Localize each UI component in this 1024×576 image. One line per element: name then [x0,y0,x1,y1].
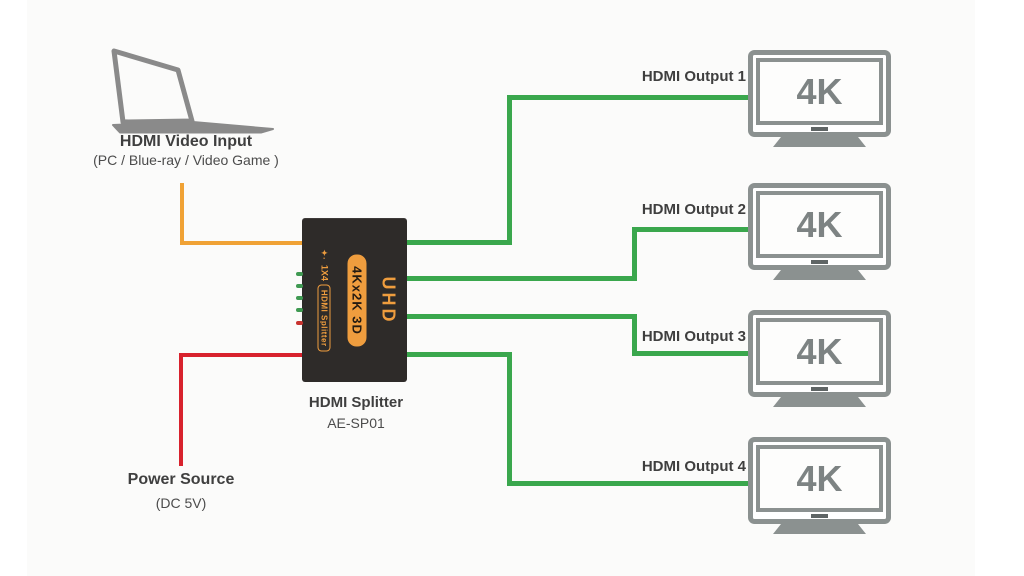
led-output4-icon [296,308,303,312]
sparkle-icon: ✦· [320,249,329,261]
output3-label: HDMI Output 3 [641,328,746,345]
power-cable-horizontal [179,353,303,357]
splitter-type-badge: HDMI Splitter [318,284,331,352]
input-title-text: HDMI Video Input [119,133,253,150]
splitter-faceplate: UHD 4Kx2K 3D ✦· 1X4 HDMI Splitter [302,219,407,383]
output4-cable-seg2 [507,352,512,486]
power-source-title: Power Source [81,471,281,489]
tv3-4k-text: 4K [796,331,842,372]
output2-label: HDMI Output 2 [641,201,746,218]
led-output1-icon [296,272,303,276]
tv-output2: 4K [748,183,891,286]
led-power-icon [296,321,303,325]
output3-cable-seg2 [632,314,637,356]
led-output2-icon [296,284,303,288]
splitter-caption-model: AE-SP01 [276,415,436,433]
power-subtitle-text: (DC 5V) [155,495,207,511]
output1-cable-seg1 [407,240,512,245]
tv-output1: 4K [748,50,891,153]
splitter-model-text: AE-SP01 [327,415,385,431]
output1-cable-seg3 [507,95,750,100]
splitter-4k-badge: 4Kx2K 3D [348,254,367,347]
output2-cable-seg2 [632,227,637,281]
power-source-subtitle: (DC 5V) [81,495,281,513]
hdmi-input-cable-vertical [180,183,184,245]
splitter-ratio-label: 1X4 [319,264,330,281]
power-cable-vertical [179,353,183,466]
laptop-icon [111,48,274,134]
hdmi-input-cable-horizontal [180,241,303,245]
output1-cable-seg2 [507,95,512,245]
output1-label: HDMI Output 1 [641,68,746,85]
output4-cable-seg3 [507,481,748,486]
splitter-uhd-label: UHD [379,276,399,325]
output3-cable-seg1 [407,314,637,319]
tv4-4k-text: 4K [796,458,842,499]
tv1-4k-text: 4K [796,71,842,112]
tv-output3: 4K [748,310,891,413]
power-title-text: Power Source [127,471,235,488]
input-device-subtitle: (PC / Blue-ray / Video Game ) [56,152,316,170]
output2-cable-seg1 [407,276,637,281]
input-device-title: HDMI Video Input [56,133,316,151]
input-subtitle-text: (PC / Blue-ray / Video Game ) [93,152,279,168]
splitter-title-text: HDMI Splitter [308,394,404,411]
tv2-4k-text: 4K [796,204,842,245]
output3-cable-seg3 [632,351,748,356]
output2-cable-seg3 [632,227,748,232]
led-output3-icon [296,296,303,300]
output4-label: HDMI Output 4 [641,458,746,475]
splitter-caption-title: HDMI Splitter [276,394,436,412]
tv-output4: 4K [748,437,891,540]
output4-cable-seg1 [407,352,512,357]
